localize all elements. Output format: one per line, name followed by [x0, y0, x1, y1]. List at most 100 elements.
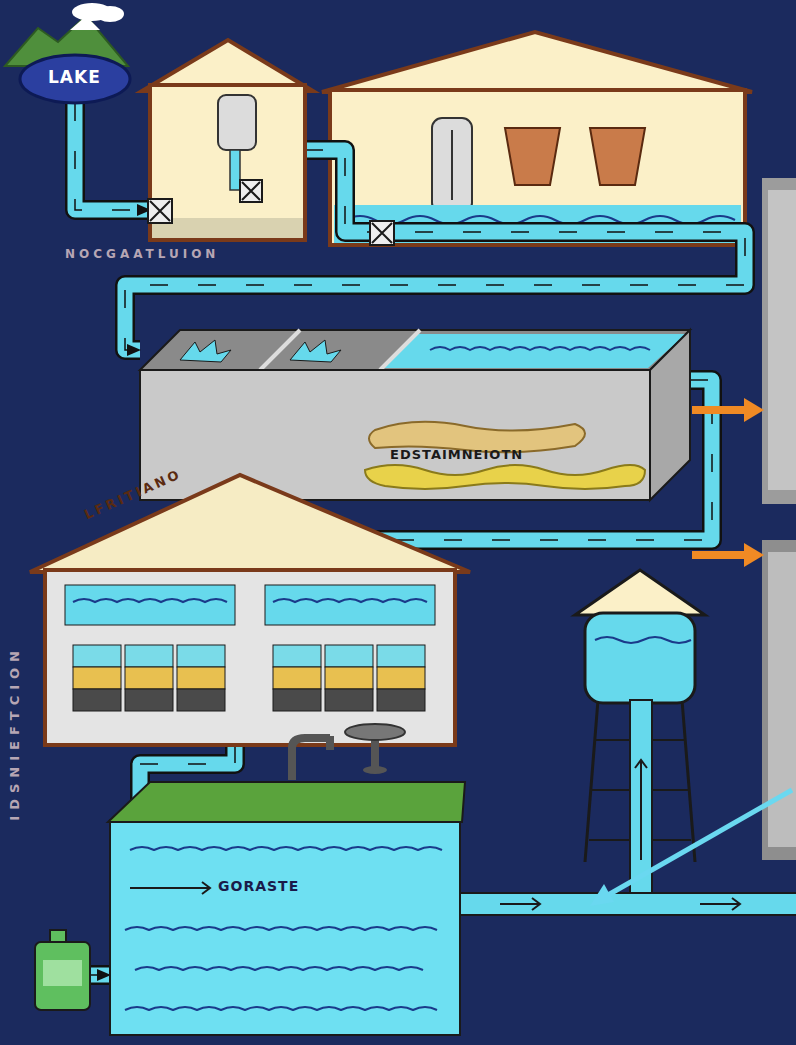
flow-line: [140, 745, 235, 820]
sand-layer: [377, 667, 425, 689]
pipe-connector: [90, 975, 110, 976]
water-wave: [273, 599, 427, 602]
pipe-connector: [140, 745, 235, 820]
pump-box: [240, 180, 262, 202]
cloud: [96, 6, 124, 22]
tank-water: [380, 334, 686, 368]
pipe-outline: [75, 103, 150, 210]
house-wall: [150, 85, 305, 240]
node-shape: [45, 570, 455, 745]
tank-arrow: [451, 130, 453, 200]
sand-layer: [273, 667, 321, 689]
callout-arrowhead: [590, 884, 614, 906]
filter-water-layer: [325, 645, 373, 667]
water-wave: [135, 967, 423, 970]
flow-arrow: [130, 882, 210, 894]
mixing-cup: [590, 128, 645, 185]
water-wave: [125, 927, 437, 930]
filter-water-layer: [377, 645, 425, 667]
faucet-spout: [326, 736, 334, 750]
pump-box: [370, 221, 394, 245]
tower-leg: [682, 700, 695, 862]
sand-layer: [177, 667, 225, 689]
callout-arrow: [608, 790, 792, 895]
flow-line: [90, 974, 110, 976]
node-label: EDSTAIMNEIOTN: [390, 447, 523, 462]
water-wave: [595, 637, 691, 643]
house-roof: [322, 32, 752, 92]
splash: [180, 340, 231, 362]
node-label: NOCGAATLUION: [65, 247, 219, 261]
water-wave: [345, 216, 735, 224]
node-label: IDSNIEFTCION: [7, 645, 22, 821]
gravel-layer: [325, 689, 373, 711]
storage-tank: [110, 820, 460, 1035]
callout-arrowhead: [744, 543, 764, 567]
gravel-layer: [177, 689, 225, 711]
photo: [762, 540, 796, 860]
bottle-label: [43, 960, 82, 986]
tank-divider: [260, 330, 300, 370]
lake-shape: [20, 55, 130, 103]
sand-layer: [73, 667, 121, 689]
mixing-cup: [505, 128, 560, 185]
filter-water-layer: [273, 645, 321, 667]
callout-arrowhead: [744, 398, 764, 422]
photo: [762, 178, 796, 504]
node-shape: [140, 330, 690, 500]
filter-water: [265, 585, 435, 625]
process-node: EDSTAIMNEIOTN: [140, 330, 690, 500]
bottle-body: [35, 942, 90, 1010]
process-node: LAKE: [20, 55, 130, 103]
water-wave: [430, 347, 650, 350]
house-wall: [45, 570, 455, 745]
filter-water-layer: [73, 645, 121, 667]
tank-side: [650, 330, 690, 500]
filter-water: [65, 585, 235, 625]
house-wall: [330, 90, 745, 245]
water-wave: [125, 1007, 437, 1010]
pipe-connector: [75, 103, 150, 210]
filter-water-layer: [125, 645, 173, 667]
tank-divider: [380, 330, 420, 370]
gravel-layer: [377, 689, 425, 711]
flow-arrow: [500, 898, 540, 910]
gravel-layer: [73, 689, 121, 711]
process-node: LFRITIANO: [45, 570, 455, 745]
tower-leg: [585, 700, 598, 862]
flow-line: [75, 103, 150, 210]
callout-arrow: [692, 406, 746, 414]
basin-water: [334, 205, 741, 243]
flow-arrow: [635, 760, 647, 860]
sand-layer: [125, 667, 173, 689]
gravel-layer: [125, 689, 173, 711]
tower-tank: [585, 613, 695, 703]
process-node: NOCGAATLUION: [150, 85, 305, 240]
photo-detail: [768, 190, 796, 490]
water-wave: [130, 847, 442, 850]
fountain-base: [363, 766, 387, 774]
pump-symbol: [150, 201, 170, 221]
process-node: IDSNIEFTCION: [35, 930, 90, 1010]
filter-water-layer: [177, 645, 225, 667]
pipe-outline: [140, 745, 235, 820]
splash: [290, 340, 341, 362]
tank: [218, 95, 256, 150]
node-label: LAKE: [48, 67, 101, 87]
outflow-pipe: [455, 893, 796, 915]
sludge: [365, 465, 645, 489]
faucet: [292, 738, 330, 780]
house-roof: [30, 475, 470, 572]
callout-arrow: [692, 551, 746, 559]
pump-symbol: [372, 223, 392, 243]
node-shape: [35, 930, 90, 1010]
tank: [432, 118, 472, 213]
process-node: GORASTE: [110, 820, 460, 1035]
feed-pipe: [230, 150, 240, 190]
tower-roof: [575, 570, 705, 615]
fountain-post: [371, 735, 379, 771]
gravel-layer: [273, 689, 321, 711]
